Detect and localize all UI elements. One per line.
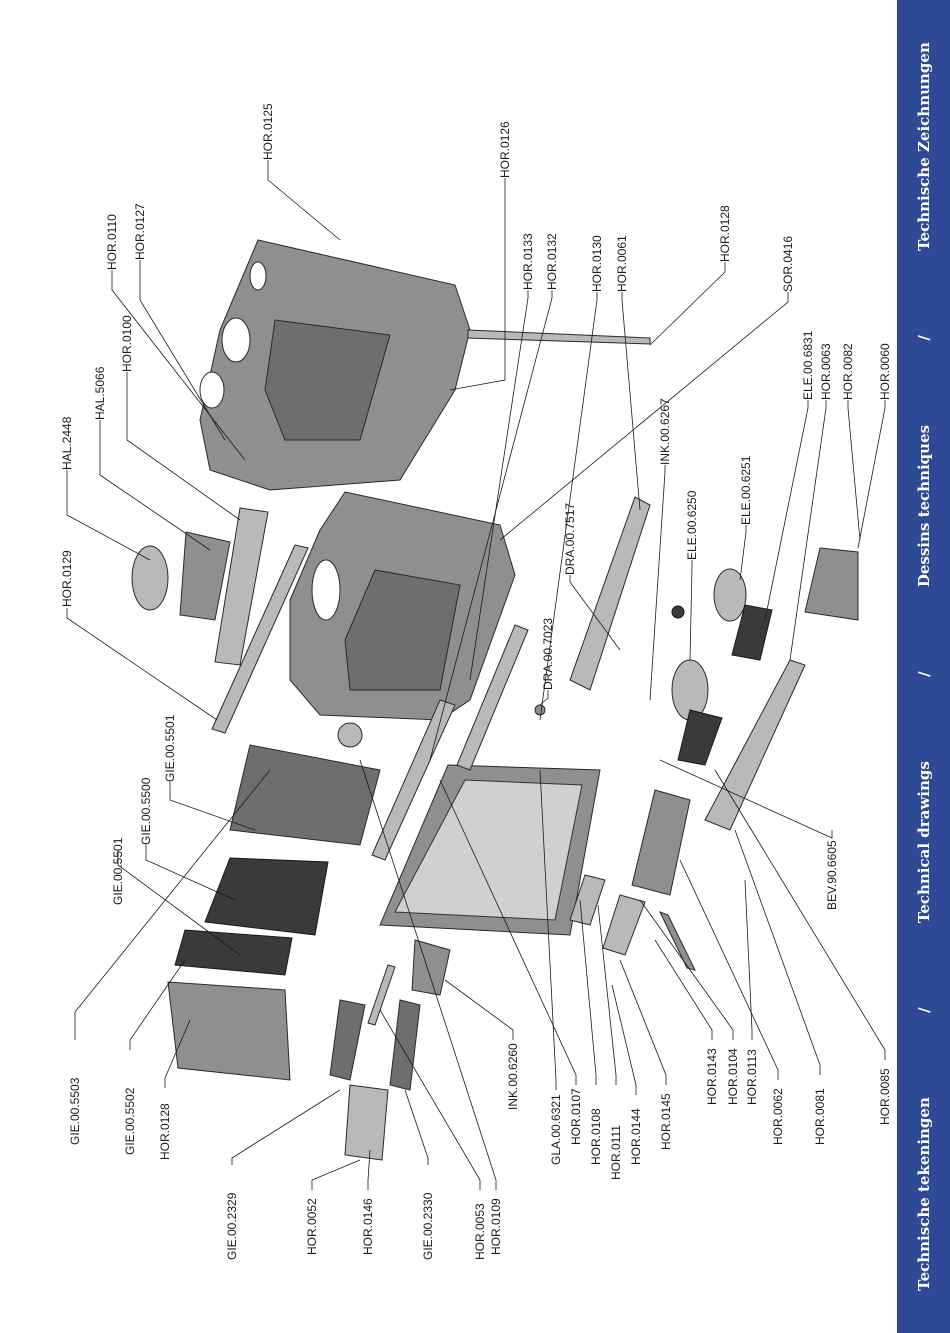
bar-0053 <box>367 964 396 1026</box>
heading-dutch: Technische tekeningen <box>914 1097 933 1291</box>
label-hor0085: HOR.0085 <box>878 1068 892 1125</box>
label-hor0128-bottom: HOR.0128 <box>158 1103 172 1160</box>
label-dra7517: DRA.00.7517 <box>563 503 577 575</box>
cast-panel-5501a <box>229 744 381 846</box>
label-hor0082: HOR.0082 <box>841 343 855 400</box>
label-hor0104: HOR.0104 <box>726 1048 740 1105</box>
leader-lines <box>66 160 886 1190</box>
label-hor0130: HOR.0130 <box>590 235 604 292</box>
label-hor0113: HOR.0113 <box>745 1049 759 1105</box>
disc-0109 <box>337 722 363 748</box>
label-gie5503: GIE.00.5503 <box>68 1077 82 1145</box>
label-gie2329: GIE.00.2329 <box>225 1192 239 1260</box>
bracket-hal5066 <box>179 531 231 621</box>
label-ele6831: ELE.00.6831 <box>801 330 815 400</box>
sidebar-headings: Technische tekeningen / Technical drawin… <box>897 0 950 1333</box>
stove-flue-opening <box>311 559 341 621</box>
stove-body-inner <box>344 569 461 691</box>
part-labels: HOR.0129 HAL.2448 HAL.5066 HOR.0100 HOR.… <box>60 103 892 1260</box>
heading-english: Technical drawings <box>914 761 933 924</box>
grille-2329 <box>329 999 366 1081</box>
label-gie5501-a: GIE.00.5501 <box>163 714 177 782</box>
heading-separator: / <box>914 1007 933 1013</box>
flue-collar-hal2448 <box>131 545 169 611</box>
housing-opening-3 <box>249 261 267 291</box>
label-hor0100: HOR.0100 <box>120 315 134 372</box>
label-hor0143: HOR.0143 <box>705 1048 719 1105</box>
label-hal2448: HAL.2448 <box>60 416 74 470</box>
knob-6267 <box>671 605 685 619</box>
fan-ele6251 <box>713 568 747 622</box>
grille-2330 <box>389 999 421 1091</box>
label-hor0062: HOR.0062 <box>771 1088 785 1145</box>
cast-panel-5501b <box>174 929 293 976</box>
label-gla6321: GLA.00.6321 <box>549 1094 563 1165</box>
heading-separator: / <box>914 335 933 341</box>
cast-panel-5500 <box>204 857 329 936</box>
housing-opening-1 <box>221 317 251 363</box>
cast-panel-5502 <box>167 981 291 1081</box>
base-box-0060 <box>804 547 859 621</box>
label-hor0145: HOR.0145 <box>659 1093 673 1150</box>
plate-0145 <box>602 894 646 956</box>
door-glass-part <box>394 779 583 921</box>
label-hor0109: HOR.0109 <box>489 1198 503 1255</box>
exploded-parts-diagram: HOR.0129 HAL.2448 HAL.5066 HOR.0100 HOR.… <box>60 103 892 1260</box>
plate-6260 <box>411 939 451 996</box>
label-dra7023: DRA.00.7023 <box>541 618 555 690</box>
parts-illustration <box>131 239 859 1161</box>
bar-0143 <box>659 911 696 971</box>
label-ink6267: INK.00.6267 <box>658 398 672 465</box>
label-hor0111: HOR.0111 <box>609 1125 623 1180</box>
label-hor0081: HOR.0081 <box>813 1088 827 1145</box>
valve-7023 <box>534 704 546 716</box>
base-frame-0085 <box>704 659 806 831</box>
label-ink6260: INK.00.6260 <box>506 1043 520 1110</box>
ash-pan-0062 <box>631 789 691 896</box>
label-hor0052: HOR.0052 <box>305 1198 319 1255</box>
plate-0144 <box>569 874 606 926</box>
side-plate-0061 <box>569 496 651 691</box>
label-hor0127: HOR.0127 <box>133 203 147 260</box>
label-hor0128-top: HOR.0128 <box>718 205 732 262</box>
label-hor0129: HOR.0129 <box>60 550 74 607</box>
heading-german: Technische Zeichnungen <box>914 42 933 251</box>
label-hor0063: HOR.0063 <box>819 343 833 400</box>
outer-housing-inner <box>264 319 391 441</box>
heading-separator: / <box>914 671 933 677</box>
label-hor0053: HOR.0053 <box>473 1203 487 1260</box>
label-bev6605: BEV.90.6605 <box>825 840 839 910</box>
label-hor0108: HOR.0108 <box>589 1108 603 1165</box>
frame-rail-1 <box>371 699 456 861</box>
label-hor0060: HOR.0060 <box>878 343 892 400</box>
housing-opening-2 <box>199 371 225 409</box>
label-gie5501-b: GIE.00.5501 <box>111 837 125 905</box>
label-hor0125: HOR.0125 <box>261 103 275 160</box>
label-hor0126: HOR.0126 <box>498 121 512 178</box>
tray-0146 <box>344 1084 389 1161</box>
sidebar-banner: Technische tekeningen / Technical drawin… <box>897 0 950 1333</box>
label-ele6250: ELE.00.6250 <box>685 490 699 560</box>
heater-bev6605 <box>677 709 723 766</box>
plate-hor0129 <box>211 544 309 734</box>
label-hor0132: HOR.0132 <box>545 233 559 290</box>
label-hor0061: HOR.0061 <box>615 235 629 292</box>
label-hor0146: HOR.0146 <box>361 1198 375 1255</box>
plate-hor0100 <box>214 507 269 666</box>
label-gie5502: GIE.00.5502 <box>123 1087 137 1155</box>
label-hal5066: HAL.5066 <box>93 366 107 420</box>
label-hor0133: HOR.0133 <box>521 233 535 290</box>
rear-strip-part <box>467 329 651 345</box>
label-hor0144: HOR.0144 <box>629 1108 643 1165</box>
label-sor0416: SOR.0416 <box>781 236 795 292</box>
label-ele6251: ELE.00.6251 <box>739 455 753 525</box>
label-hor0107: HOR.0107 <box>569 1088 583 1145</box>
label-hor0110: HOR.0110 <box>105 214 119 270</box>
label-gie2330: GIE.00.2330 <box>421 1192 435 1260</box>
bracket-6831 <box>731 604 773 661</box>
frame-rail-2 <box>456 624 529 771</box>
label-gie5500: GIE.00.5500 <box>139 777 153 845</box>
heading-french: Dessins techniques <box>914 424 933 588</box>
